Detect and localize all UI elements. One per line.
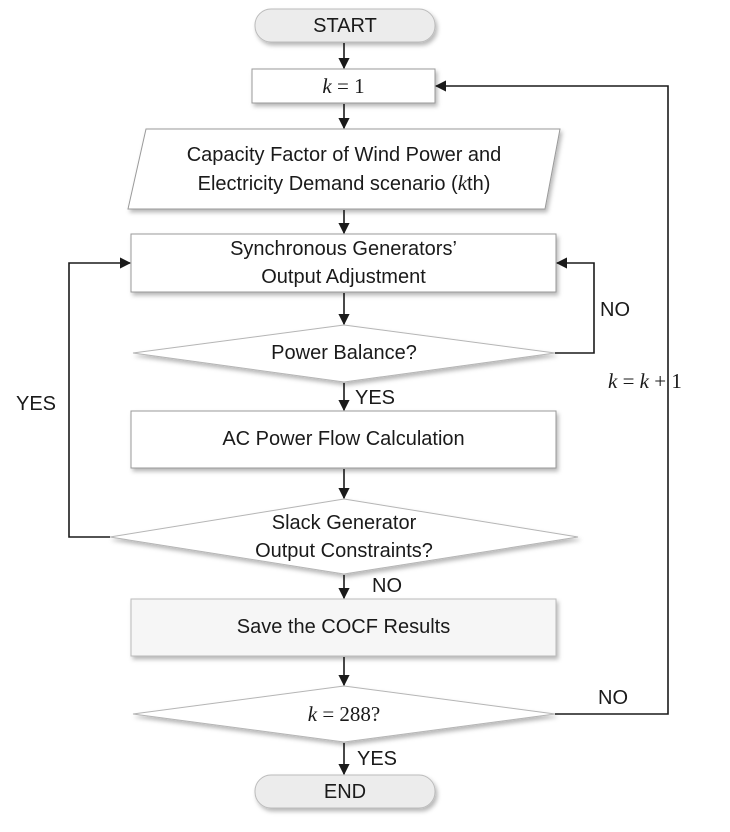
scenario-label: Capacity Factor of Wind Power and Electr… xyxy=(128,141,560,198)
init-k-eq: = xyxy=(336,74,349,98)
ac-power-flow-label: AC Power Flow Calculation xyxy=(222,428,465,450)
arrow-k-no-loop xyxy=(434,80,669,715)
scenario-input-parallelogram xyxy=(127,128,561,210)
k-check-val: 288 xyxy=(339,702,371,726)
k-yes-label: YES xyxy=(357,748,398,770)
increment-var1: k xyxy=(608,369,618,393)
slack-yes-label: YES xyxy=(16,393,57,415)
slack-check-label: Slack Generator Output Constraints? xyxy=(110,509,578,565)
ac-power-flow-box xyxy=(130,410,557,469)
start-label: START xyxy=(313,15,377,37)
increment-label: k = k + 1 xyxy=(608,367,682,395)
scenario-line2-pre: Electricity Demand scenario ( xyxy=(197,173,458,195)
end-label: END xyxy=(323,781,367,803)
sync-adjust-label: Synchronous Generators’ Output Adjustmen… xyxy=(131,235,556,291)
slack-check-line2: Output Constraints? xyxy=(255,540,433,562)
save-results-label: Save the COCF Results xyxy=(236,616,451,638)
k-check-eq: = xyxy=(322,702,335,726)
k-check-label: k = 288? xyxy=(133,700,555,728)
init-k-val: 1 xyxy=(354,74,365,98)
slack-no-label: NO xyxy=(372,575,402,597)
k-check-var: k xyxy=(307,702,318,726)
sync-adjust-line2: Output Adjustment xyxy=(261,266,426,288)
slack-check-diamond xyxy=(109,498,579,575)
arrow-slack-yes-loop xyxy=(68,257,132,538)
scenario-line2: Electricity Demand scenario (kth) xyxy=(128,169,560,198)
increment-plus: + xyxy=(654,369,667,393)
arrow-balance-no-loop xyxy=(555,257,595,354)
increment-var2: k xyxy=(639,369,649,393)
sync-adjust-line1: Synchronous Generators’ xyxy=(230,238,457,260)
start-terminal xyxy=(254,8,436,43)
scenario-line1: Capacity Factor of Wind Power and xyxy=(186,144,502,166)
scenario-k-var: k xyxy=(457,171,468,195)
power-balance-diamond xyxy=(132,324,556,383)
scenario-line2-post: th) xyxy=(467,173,491,195)
k-check-diamond xyxy=(132,685,556,743)
slack-check-line1: Slack Generator xyxy=(271,512,417,534)
k-no-label: NO xyxy=(598,687,628,709)
balance-yes-label: YES xyxy=(355,387,396,409)
init-k-label: k = 1 xyxy=(252,72,435,100)
k-check-q: ? xyxy=(370,702,381,726)
save-results-box xyxy=(130,598,557,657)
init-k-box xyxy=(251,68,436,104)
increment-eq: = xyxy=(622,369,635,393)
init-k-var: k xyxy=(322,74,332,98)
power-balance-label: Power Balance? xyxy=(271,342,417,364)
increment-one: 1 xyxy=(671,369,682,393)
balance-no-label: NO xyxy=(600,299,630,321)
